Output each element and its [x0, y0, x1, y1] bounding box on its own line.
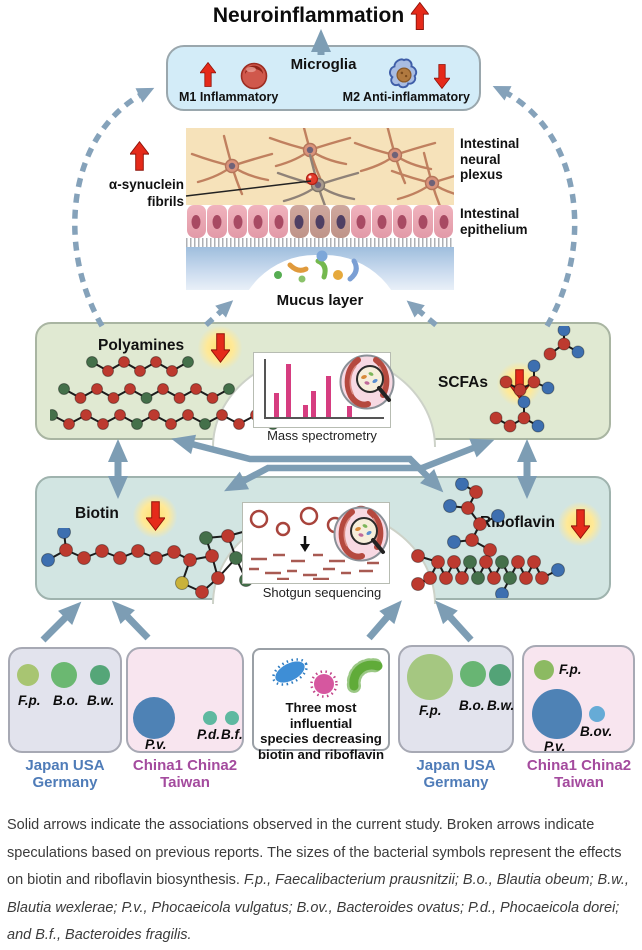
polyamines-label: Polyamines: [98, 337, 185, 354]
cohort-box-west-1: F.p. B.o. B.w.: [8, 647, 122, 753]
epithelial-cell: [351, 205, 371, 238]
m1-inflammatory-label: M1 Inflammatory: [179, 90, 279, 104]
scfa-molecules: [489, 326, 585, 433]
polyamines-decrease-arrow-icon: [198, 326, 242, 370]
gut-microbiome-inset-icon: [333, 506, 389, 562]
epithelial-cell: [392, 205, 413, 238]
epithelial-cell: [269, 205, 289, 238]
mucus-layer-band: [186, 247, 454, 290]
species-circle-B.w.: [90, 665, 110, 685]
microglia-panel: Microglia M1 Inflammatory M2 Anti-inflam…: [166, 45, 481, 111]
species-circle-B.ov.: [589, 706, 605, 722]
intestinal-neural-plexus-label: Intestinal neural plexus: [460, 136, 520, 182]
species-label-B.ov.: B.ov.: [580, 724, 613, 739]
microglia-label: Microglia: [290, 56, 357, 73]
species-label-B.f.: B.f.: [221, 727, 243, 742]
neurons-drawing: [190, 128, 454, 205]
ms-bar: [286, 364, 291, 417]
cohort-box-china-1: P.v. P.d.B.f.: [126, 647, 244, 753]
figure: Neuroinflammation Microglia M1 Inflammat…: [0, 0, 642, 795]
influential-bacteria-icons: [272, 658, 384, 698]
cohort-box-china-2: F.p. P.v. B.ov.: [522, 645, 635, 754]
species-circle-F.p.: [17, 664, 39, 686]
m2-anti-inflammatory-label: M2 Anti-inflammatory: [342, 90, 470, 104]
cohort-box-west-2: F.p. B.o.B.w.: [398, 645, 514, 753]
scfas-label: SCFAs: [438, 374, 488, 391]
species-label-F.p.: F.p.: [419, 703, 442, 718]
brush-border: [186, 238, 454, 247]
ms-bar: [274, 393, 279, 417]
gut-microbiome-inset-icon: [339, 354, 395, 410]
species-label-P.v.: P.v.: [145, 737, 167, 752]
arrow-cohort1-to-biotin: [40, 601, 82, 643]
ms-bar: [347, 405, 352, 417]
gut-wall-illustration: [186, 128, 454, 290]
figure-caption: Solid arrows indicate the associations o…: [7, 812, 636, 950]
species-circle-P.v.: [532, 689, 582, 739]
species-circle-B.w.: [489, 664, 511, 686]
species-label-F.p.: F.p.: [559, 662, 582, 677]
ms-bar: [326, 376, 331, 417]
species-circle-F.p.: [534, 660, 554, 680]
epithelial-cell: [248, 205, 268, 238]
epithelium-layer: [186, 205, 454, 238]
caption-normal: Solid arrows indicate the associations o…: [7, 817, 622, 888]
species-circle-P.d.: [203, 711, 217, 725]
arrow-cohort4-to-riboflavin: [434, 600, 474, 643]
species-label-P.d.: P.d.: [197, 727, 221, 742]
m2-decrease-arrow-icon: [434, 62, 450, 91]
species-label-B.o.: B.o.: [53, 693, 79, 708]
region-label-china-taiwan: China1 China2 Taiwan: [526, 757, 632, 791]
region-label-china-taiwan: China1 China2 Taiwan: [132, 757, 238, 791]
species-label-B.w.: B.w.: [87, 693, 115, 708]
riboflavin-molecule: [411, 478, 565, 598]
species-label-B.o.: B.o.: [459, 698, 485, 713]
caption-species-list: F.p., Faecalibacterium prausnitzii; B.o.…: [7, 872, 629, 943]
m2-microglia-icon: [389, 58, 418, 89]
epithelial-cell: [310, 205, 330, 238]
species-label-B.w.: B.w.: [487, 698, 515, 713]
epithelial-cell: [330, 205, 351, 238]
influential-species-box: Three most influential species decreasin…: [252, 648, 390, 762]
biotin-decrease-arrow-icon: [133, 494, 177, 538]
mass-spec-bars: [264, 359, 384, 419]
epithelial-cell: [413, 205, 433, 238]
species-circle-P.v.: [133, 697, 175, 739]
species-circle-B.o.: [460, 661, 486, 687]
species-label-F.p.: F.p.: [18, 693, 41, 708]
species-circle-B.f.: [225, 711, 239, 725]
species-circle-B.o.: [51, 662, 77, 688]
mucus-layer-label: Mucus layer: [276, 292, 364, 309]
m1-macrophage-icon: [240, 62, 268, 90]
epithelial-cell: [372, 205, 392, 238]
intestinal-epithelium-label: Intestinal epithelium: [460, 206, 528, 237]
epithelial-cell: [186, 205, 207, 238]
title-text: Neuroinflammation: [212, 4, 405, 27]
neuroinflammation-increase-arrow-icon: [411, 2, 430, 30]
ms-bar: [303, 404, 308, 417]
shotgun-sequencing-label: Shotgun sequencing: [262, 585, 382, 600]
alpha-synuclein-label: α-synuclein fibrils: [108, 177, 184, 209]
m1-increase-arrow-icon: [200, 60, 216, 89]
ms-bar: [311, 390, 316, 417]
epithelial-cell: [207, 205, 227, 238]
species-label-P.v.: P.v.: [544, 739, 566, 754]
epithelial-cell: [433, 205, 454, 238]
region-label-japan-usa-germany: Japan USA Germany: [25, 757, 105, 791]
arrow-cohort3-to-riboflavin: [366, 600, 402, 641]
biotin-label: Biotin: [75, 505, 119, 522]
epithelial-cell: [227, 205, 248, 238]
riboflavin-decrease-arrow-icon: [558, 502, 602, 546]
alpha-synuclein-increase-arrow-icon: [130, 141, 149, 171]
mass-spectrometry-label: Mass spectrometry: [267, 428, 377, 443]
region-label-japan-usa-germany: Japan USA Germany: [416, 757, 496, 791]
epithelial-cell: [289, 205, 310, 238]
species-circle-F.p.: [407, 654, 453, 700]
figure-title: Neuroinflammation: [212, 2, 430, 30]
arrow-cohort2-to-biotin: [111, 600, 151, 641]
gut-bacteria-icons: [274, 250, 359, 283]
